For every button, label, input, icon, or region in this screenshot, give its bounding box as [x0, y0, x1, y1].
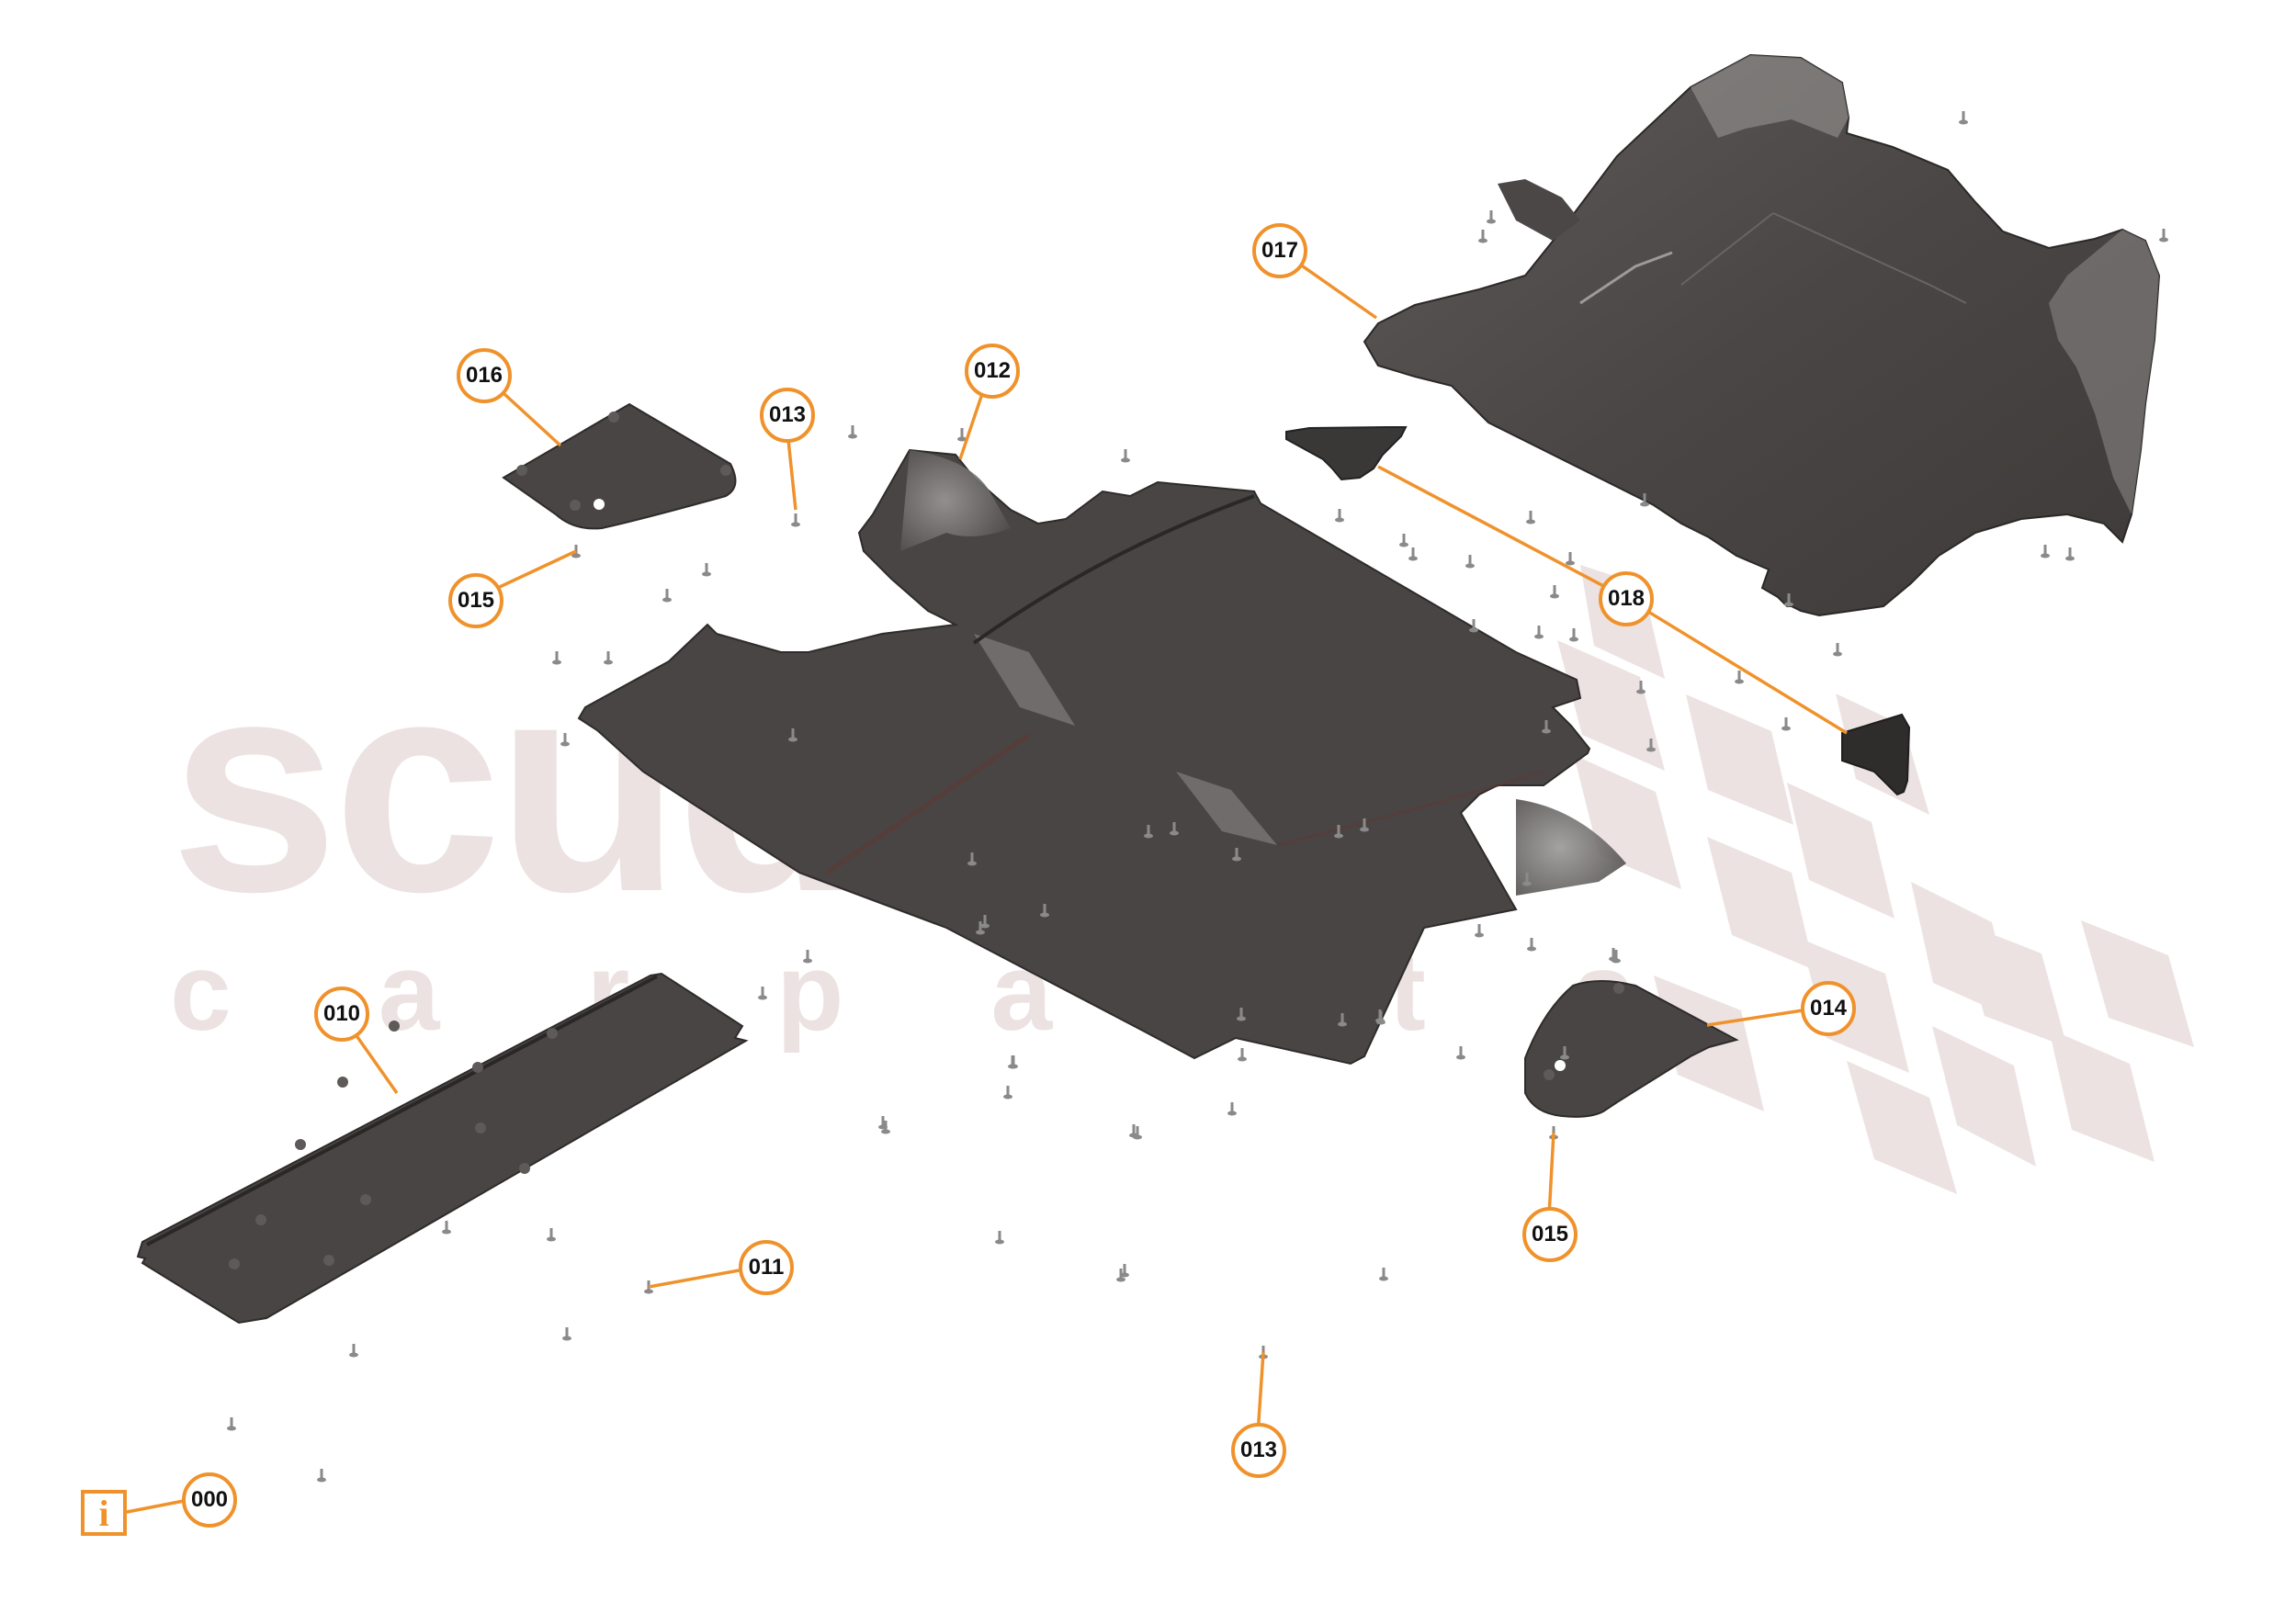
screw-icon — [1338, 1013, 1347, 1027]
part-010-side-panel[interactable] — [136, 972, 749, 1325]
callout-010[interactable]: 010 — [314, 987, 369, 1042]
screw-icon — [881, 1121, 890, 1134]
screw-icon — [1040, 904, 1049, 918]
screw-icon — [1238, 1048, 1247, 1062]
screw-icon — [1232, 848, 1241, 862]
screw-icon — [1646, 739, 1656, 752]
callout-015b[interactable]: 015 — [1522, 1207, 1578, 1262]
screw-icon — [571, 545, 581, 558]
screw-icon — [2065, 547, 2075, 561]
callout-013a[interactable]: 013 — [760, 388, 815, 443]
screw-icon — [662, 589, 672, 603]
screw-icon — [1116, 1269, 1125, 1282]
callout-015a[interactable]: 015 — [448, 573, 503, 628]
screw-icon — [1399, 534, 1408, 547]
screw-icon — [1465, 555, 1475, 569]
leader-line-018 — [1377, 465, 1625, 599]
screw-icon — [1009, 1055, 1018, 1069]
screw-icon — [1133, 1126, 1142, 1140]
screw-icon — [1550, 585, 1559, 599]
screw-icon — [1478, 230, 1487, 243]
screw-icon — [1487, 210, 1496, 224]
screw-icon — [1408, 547, 1418, 561]
part-018-deflector-right[interactable] — [1841, 713, 1911, 796]
screw-icon — [791, 513, 800, 527]
part-018-deflector-left[interactable] — [1285, 426, 1408, 481]
screw-icon — [1833, 643, 1842, 657]
screw-icon — [967, 852, 977, 866]
screw-icon — [547, 1228, 556, 1242]
screw-icon — [1469, 619, 1478, 633]
screw-icon — [227, 1417, 236, 1431]
screw-icon — [1170, 822, 1179, 836]
part-017-rear-diffuser[interactable] — [1363, 53, 2161, 617]
callout-017[interactable]: 017 — [1252, 223, 1307, 278]
screw-icon — [1735, 671, 1744, 684]
screw-icon — [803, 950, 812, 964]
screw-icon — [1636, 681, 1646, 694]
screw-icon — [1475, 924, 1484, 938]
screw-icon — [1335, 509, 1344, 523]
watermark-flag — [1557, 565, 2194, 1194]
screw-icon — [2159, 229, 2168, 242]
screw-icon — [1360, 818, 1369, 832]
screw-icon — [442, 1221, 451, 1235]
screw-icon — [702, 563, 711, 577]
screw-icon — [552, 651, 561, 665]
screw-icon — [980, 915, 990, 929]
screw-icon — [1376, 1011, 1386, 1025]
screw-icon — [1227, 1102, 1237, 1116]
screw-icon — [1334, 825, 1343, 839]
callout-013b[interactable]: 013 — [1231, 1423, 1286, 1478]
part-014-panel[interactable] — [1524, 980, 1739, 1118]
callout-016[interactable]: 016 — [457, 348, 512, 403]
screw-icon — [1534, 626, 1544, 639]
screw-icon — [560, 733, 570, 747]
screw-icon — [1560, 1046, 1569, 1060]
screw-icon — [1781, 717, 1791, 731]
screw-icon — [317, 1469, 326, 1483]
screw-icon — [1612, 950, 1621, 964]
callout-000[interactable]: 000 — [182, 1472, 237, 1528]
screw-icon — [1542, 720, 1551, 734]
screw-icon — [957, 428, 967, 442]
info-leader-line — [117, 1499, 185, 1516]
screw-icon — [1144, 825, 1153, 839]
leader-line-018 — [1623, 595, 1848, 735]
screw-icon — [1121, 449, 1130, 463]
screw-icon — [1959, 111, 1968, 125]
screw-icon — [1527, 938, 1536, 952]
screw-icon — [758, 987, 767, 1000]
part-012-main-floor[interactable] — [577, 448, 1626, 1066]
callout-012[interactable]: 012 — [965, 344, 1020, 399]
callout-014[interactable]: 014 — [1801, 981, 1856, 1036]
screw-icon — [1526, 511, 1535, 524]
screw-icon — [976, 921, 985, 935]
screw-icon — [1566, 552, 1575, 566]
screw-icon — [995, 1231, 1004, 1245]
screw-icon — [788, 728, 797, 742]
screw-icon — [604, 651, 613, 665]
callout-011[interactable]: 011 — [739, 1240, 794, 1295]
screw-icon — [349, 1344, 358, 1358]
screw-icon — [1640, 493, 1649, 507]
screw-icon — [1456, 1046, 1465, 1060]
screw-icon — [1003, 1086, 1012, 1100]
screw-icon — [848, 425, 857, 439]
screw-icon — [1237, 1008, 1246, 1021]
screw-icon — [1784, 593, 1793, 607]
part-016-panel[interactable] — [502, 402, 737, 530]
screw-icon — [1522, 873, 1532, 886]
screw-icon — [2041, 545, 2050, 558]
info-icon[interactable]: i — [81, 1490, 127, 1536]
screw-icon — [562, 1327, 571, 1341]
screw-icon — [1569, 628, 1578, 642]
callout-018[interactable]: 018 — [1599, 571, 1654, 626]
screw-icon — [1379, 1268, 1388, 1281]
